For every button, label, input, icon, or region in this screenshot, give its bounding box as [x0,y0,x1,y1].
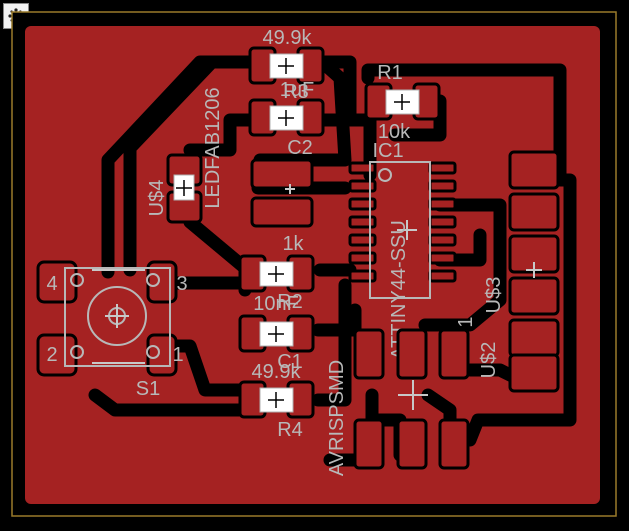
s1-pin1-label: 1 [172,344,183,366]
r3-name-label: R3 [283,81,309,103]
us3-name-label: U$3 [483,277,505,314]
pad-group-left [250,158,314,228]
r2-value-label: 1k [282,233,304,255]
ic1-name-label: IC1 [372,140,403,162]
us2-pin-label: 1 [455,316,477,327]
r4-name-label: R4 [277,419,303,441]
r1-value-label: 10k [378,121,411,143]
switch-s1[interactable] [36,260,178,377]
led-name-label: LEDFAB1206 [202,87,224,208]
us2-name-label: U$2 [478,342,500,379]
r4-value-label: 49.9k [252,361,302,383]
capacitor-c2[interactable] [248,98,325,137]
avr-name-label: AVRISPSMD [326,360,348,476]
led-us4[interactable] [166,153,203,224]
trace-isolation [88,55,577,467]
connector-us3[interactable] [508,150,560,393]
r3-value-label: 49.9k [263,27,313,49]
s1-pin2-label: 2 [46,344,57,366]
ic1-attiny44[interactable] [348,161,457,299]
us4-name-label: U$4 [146,180,168,217]
r1-name-label: R1 [377,62,403,84]
resistor-r2[interactable] [238,254,315,293]
c1-value-label: 10nF [253,293,299,315]
s1-pin3-label: 3 [176,273,187,295]
s1-name-label: S1 [136,378,160,400]
capacitor-c1[interactable] [238,314,315,353]
c2-value-label: 1uF [280,79,314,101]
s1-pin4-label: 4 [46,273,57,295]
c2-name-label: C2 [287,137,313,159]
avrisp-header[interactable] [353,328,470,470]
resistor-r4[interactable] [238,380,315,419]
c1-name-label: C1 [277,351,303,373]
resistor-r3[interactable] [248,46,325,85]
ic1-value-label: ATTINY44-SSU [388,220,410,360]
r2-name-label: R2 [277,291,303,313]
resistor-r1[interactable] [364,82,441,121]
